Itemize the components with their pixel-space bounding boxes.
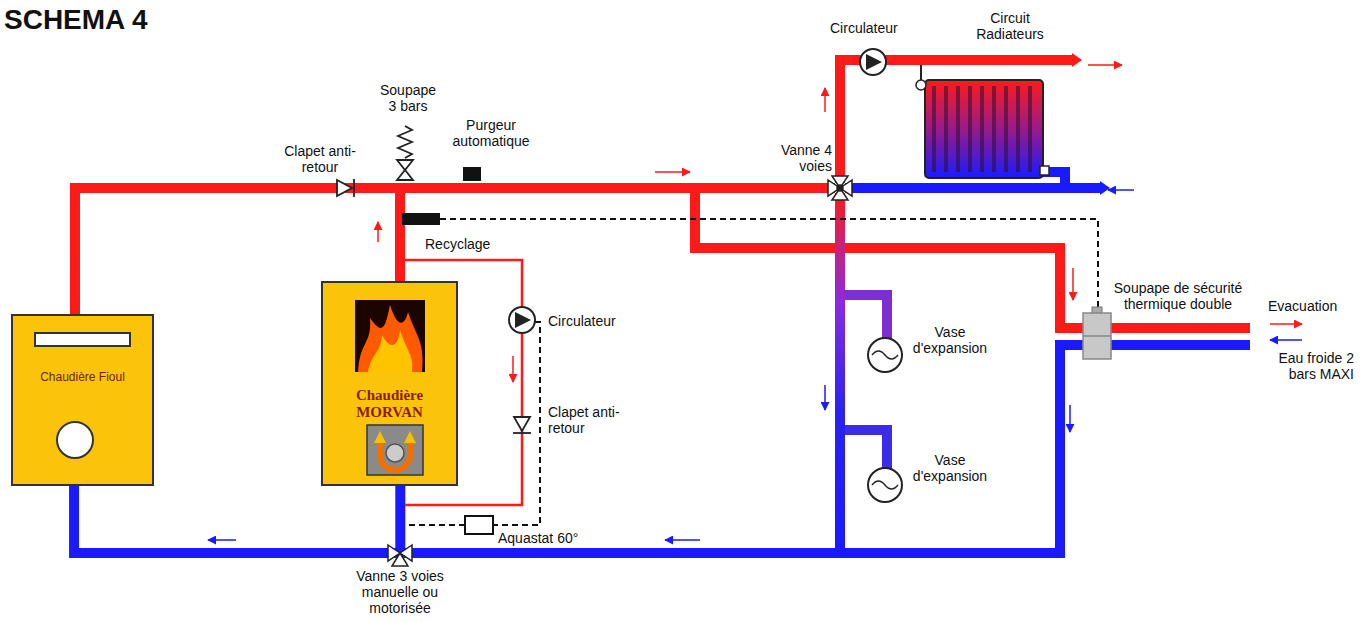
part-label: Circulateur <box>830 20 920 36</box>
part-label: Vanne 4 voies <box>780 142 832 174</box>
part-label: Vanne 3 voies manuelle ou motorisée <box>345 568 455 616</box>
control-wire <box>405 219 1098 525</box>
part-label: Circuit Radiateurs <box>960 10 1060 42</box>
cold-pipe <box>400 172 1250 553</box>
wood-boiler <box>322 282 457 485</box>
hot-pipe <box>75 60 1250 328</box>
part-label: Clapet anti-retour <box>548 404 628 436</box>
diagram-title: SCHEMA 4 <box>4 4 148 36</box>
pipe-end <box>1100 181 1110 195</box>
flow-arrow <box>208 190 1302 540</box>
part-label: Vase d'expansion <box>900 324 1000 356</box>
part-label: Recyclage <box>425 236 505 252</box>
expansion-vessel <box>868 338 902 502</box>
part-label: Evacuation <box>1268 298 1353 314</box>
flow-arrow <box>75 65 1302 382</box>
oil-boiler <box>12 315 153 485</box>
boiler-name: Chaudière Fioul <box>33 370 133 384</box>
part-label: Soupape de sécurité thermique double <box>1107 280 1249 312</box>
part-label: Soupape 3 bars <box>377 82 439 114</box>
part-label: Clapet anti-retour <box>280 143 360 175</box>
radiator <box>916 65 1049 178</box>
sensor <box>402 213 440 225</box>
part-label: Eau froide 2 bars MAXI <box>1274 350 1354 382</box>
safety-valve <box>397 126 413 180</box>
four-way-valve <box>828 176 852 200</box>
aquastat <box>465 516 493 534</box>
part-label: Circulateur <box>548 313 638 329</box>
thermal-safety-valve <box>1083 307 1111 359</box>
part-label: Aquastat 60° <box>498 530 593 546</box>
air-vent <box>463 167 481 181</box>
boiler-box: Chaudière Fioul <box>12 315 153 485</box>
return-pipe <box>74 485 400 553</box>
part-label: Purgeur automatique <box>445 117 537 149</box>
mixed-pipe <box>835 193 845 558</box>
vessel-pipe <box>845 430 887 470</box>
boiler-box: Chaudière MORVAN <box>322 282 457 485</box>
pipe-end <box>1072 53 1082 67</box>
boiler-name: Chaudière MORVAN <box>338 387 442 421</box>
part-label: Vase d'expansion <box>900 452 1000 484</box>
circulator <box>509 49 886 333</box>
three-way-valve <box>388 545 412 566</box>
vessel-pipe <box>845 295 887 340</box>
